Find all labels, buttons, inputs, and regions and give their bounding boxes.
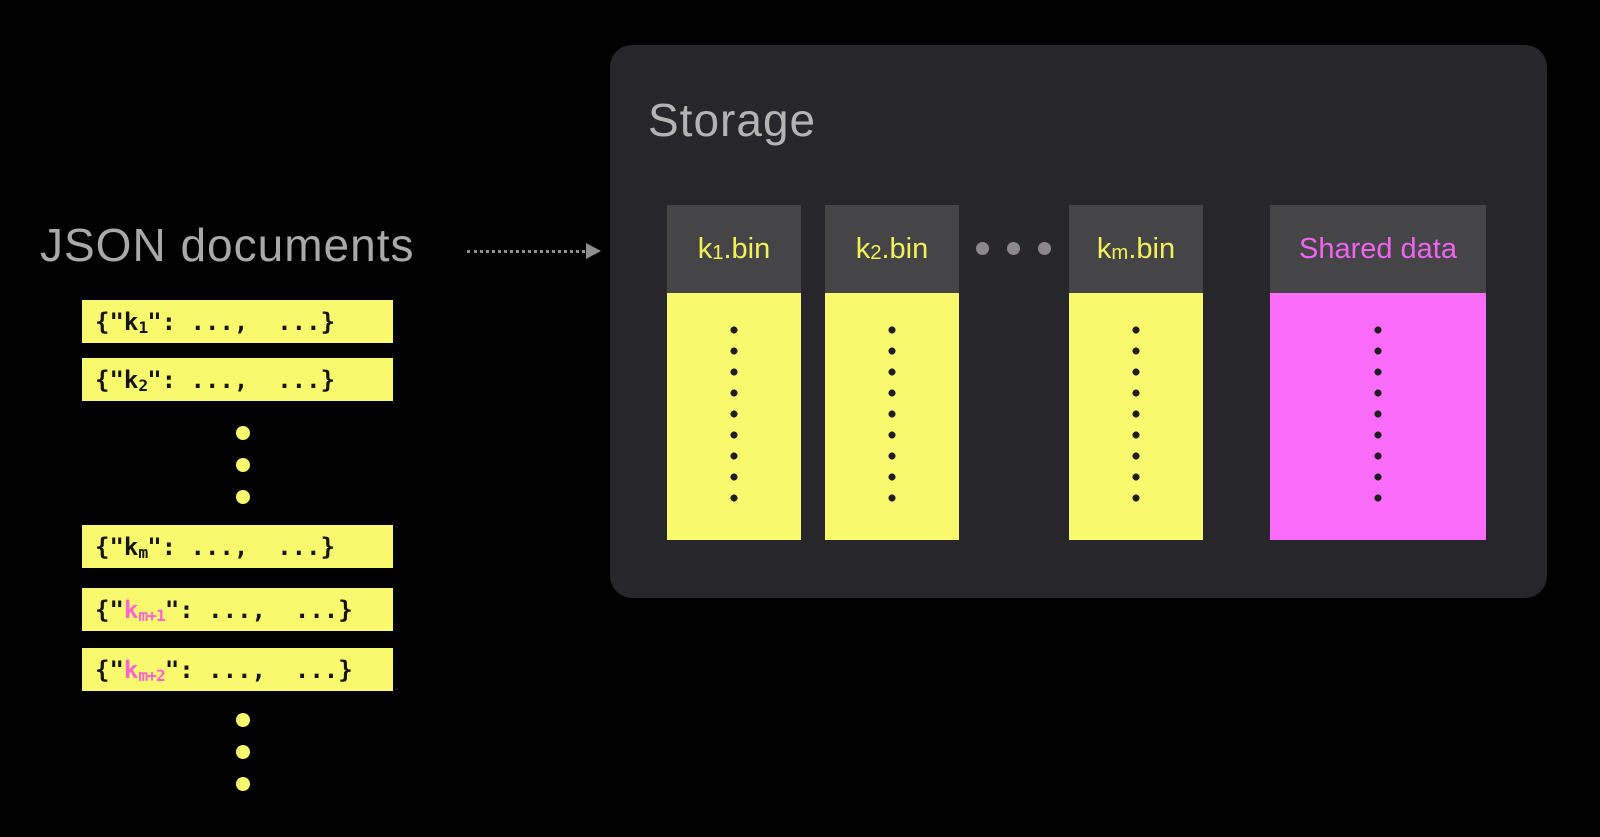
json-document-bar-km1: {"km+1": ..., ...} xyxy=(82,588,393,631)
ellipsis-dot xyxy=(236,777,250,791)
ellipsis-dot xyxy=(236,713,250,727)
ellipsis-vertical-column xyxy=(1132,323,1140,512)
arrow-line xyxy=(467,249,585,253)
ellipsis-dot xyxy=(1038,242,1051,255)
json-document-bar-km2: {"km+2": ..., ...} xyxy=(82,648,393,691)
bin-body-km xyxy=(1069,293,1203,540)
ellipsis-vertical-docs-bottom xyxy=(236,713,250,791)
json-document-text: {"km": ..., ...} xyxy=(95,532,336,563)
ellipsis-dot xyxy=(236,490,250,504)
json-document-text: {"km+1": ..., ...} xyxy=(95,595,353,626)
bin-body-k1 xyxy=(667,293,801,540)
json-document-text: {"k1": ..., ...} xyxy=(95,307,336,338)
bin-body-k2 xyxy=(825,293,959,540)
json-documents-title: JSON documents xyxy=(40,219,415,271)
ellipsis-dot xyxy=(236,745,250,759)
ellipsis-vertical-column xyxy=(1374,323,1382,512)
shared-data-header: Shared data xyxy=(1270,205,1486,293)
json-document-text: {"km+2": ..., ...} xyxy=(95,655,353,686)
ellipsis-dot xyxy=(236,426,250,440)
ellipsis-vertical-column xyxy=(730,323,738,512)
storage-title: Storage xyxy=(648,94,817,146)
arrow-head xyxy=(586,243,601,259)
ellipsis-horizontal-bins xyxy=(976,242,1051,255)
json-document-text: {"k2": ..., ...} xyxy=(95,365,336,396)
ellipsis-dot xyxy=(1007,242,1020,255)
ellipsis-vertical-column xyxy=(888,323,896,512)
ellipsis-dot xyxy=(236,458,250,472)
json-document-bar-k2: {"k2": ..., ...} xyxy=(82,358,393,401)
ellipsis-vertical-docs xyxy=(236,426,250,504)
dotted-arrow-right-icon xyxy=(467,243,601,259)
shared-data-body xyxy=(1270,293,1486,540)
ellipsis-dot xyxy=(976,242,989,255)
json-document-bar-km: {"km": ..., ...} xyxy=(82,525,393,568)
json-document-bar-k1: {"k1": ..., ...} xyxy=(82,300,393,343)
shared-data-column: Shared data xyxy=(1270,205,1486,540)
